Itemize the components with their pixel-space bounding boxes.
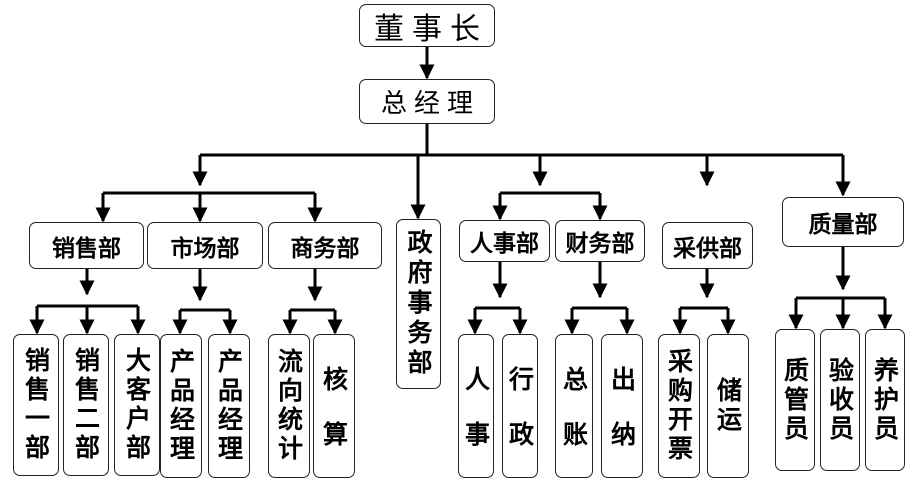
dept-marketing: 市场部 — [147, 222, 263, 269]
dept-finance: 财务部 — [555, 220, 645, 262]
unit-product-manager-1: 产品经理 — [160, 334, 202, 478]
dept-sales: 销售部 — [29, 222, 144, 269]
unit-purchase-invoice: 采购开票 — [658, 334, 700, 478]
dept-hr: 人事部 — [459, 220, 550, 262]
unit-personnel: 人事 — [458, 334, 494, 478]
unit-administration: 行政 — [502, 334, 538, 478]
unit-cashier: 出纳 — [601, 334, 643, 478]
dept-government-affairs: 政府事务部 — [396, 219, 441, 389]
unit-product-manager-2: 产品经理 — [208, 334, 250, 478]
unit-quality-manager: 质管员 — [775, 329, 815, 471]
unit-acceptance-inspector: 验收员 — [820, 329, 860, 471]
chairman-node: 董事长 — [359, 4, 495, 47]
unit-general-ledger: 总账 — [555, 334, 593, 478]
unit-flow-stats: 流向统计 — [268, 334, 310, 478]
unit-accounting: 核算 — [313, 334, 355, 478]
general-manager-node: 总经理 — [359, 79, 495, 124]
dept-quality: 质量部 — [782, 197, 904, 247]
unit-sales-1: 销售一部 — [13, 334, 59, 476]
unit-sales-2: 销售二部 — [63, 334, 109, 476]
dept-business: 商务部 — [268, 222, 382, 269]
unit-key-accounts: 大客户部 — [114, 334, 160, 476]
unit-maintenance-staff: 养护员 — [865, 329, 905, 471]
dept-procurement: 采供部 — [662, 222, 753, 269]
unit-storage-transport: 储运 — [707, 334, 749, 478]
